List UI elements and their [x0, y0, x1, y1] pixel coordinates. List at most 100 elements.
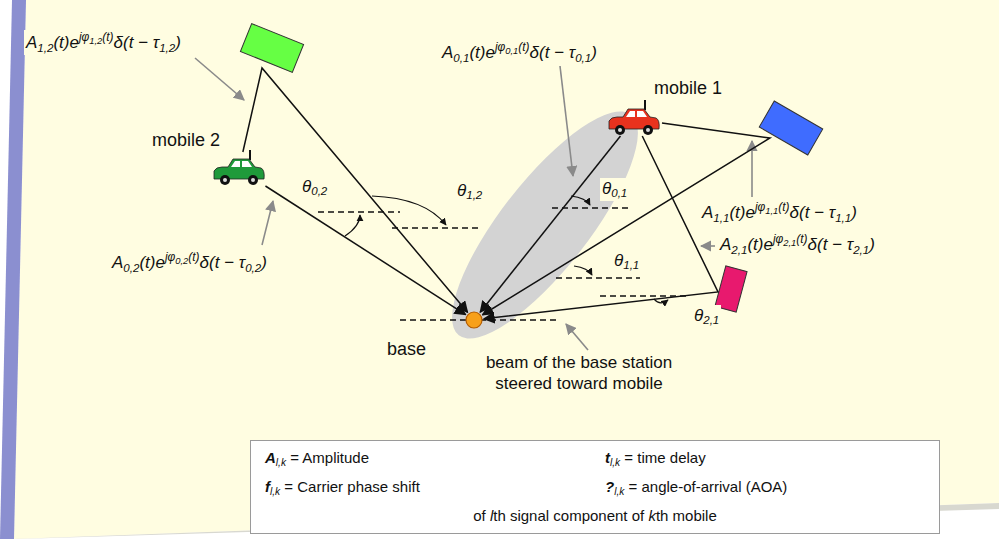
- car-icon: [606, 102, 662, 136]
- leader-line: [701, 245, 715, 247]
- text-part: (t)e: [139, 253, 165, 272]
- text-part: l,k: [614, 486, 624, 497]
- text-part: 2,1: [703, 314, 719, 326]
- text-part: 2,1: [783, 238, 796, 248]
- text-part: A: [112, 253, 123, 272]
- slide-ground: [14, 0, 999, 539]
- text-part: (t)e: [747, 235, 773, 254]
- text-part: jφ: [165, 250, 175, 264]
- text-part: l,k: [270, 486, 280, 497]
- text-part: 0,1: [575, 52, 591, 64]
- text-part: 0,2: [245, 262, 261, 274]
- text-part: (t): [188, 250, 199, 264]
- text-part: A: [442, 43, 453, 62]
- car-wheel: [615, 125, 625, 135]
- text-part: (t): [518, 40, 529, 54]
- node-label: base: [385, 339, 428, 361]
- angle-label: θ1,1: [612, 250, 641, 273]
- leader-line: [560, 66, 573, 176]
- reference-line: [392, 227, 482, 228]
- text-part: 1,1: [713, 212, 729, 224]
- text-part: ): [175, 33, 181, 52]
- definition-text: Al,k = Amplitude: [265, 447, 585, 474]
- text-part: 1,1: [623, 259, 639, 271]
- mobile-car: mobile 1: [606, 102, 662, 136]
- mobile-car: mobile 2: [212, 152, 266, 186]
- text-part: f: [265, 478, 270, 495]
- car-hub: [223, 178, 227, 182]
- node-label: mobile 1: [652, 78, 724, 100]
- text-part: ): [851, 203, 857, 222]
- reference-line: [556, 277, 640, 278]
- angle-arc: [574, 266, 592, 275]
- signal-label: A1,1(t)ejφ1,1(t)δ(t − τ1,1): [700, 200, 859, 225]
- antenna: [249, 150, 251, 160]
- base-station: base: [465, 311, 483, 329]
- text-part: l,k: [276, 457, 286, 468]
- text-part: θ: [614, 251, 623, 270]
- beam-label: beam of the base station steered toward …: [472, 352, 686, 395]
- text-part: 0,2: [123, 262, 139, 274]
- text-part: 1,2: [159, 42, 175, 54]
- text-part: (t)e: [53, 33, 79, 52]
- car-wheel: [248, 175, 258, 185]
- reference-line: [318, 211, 400, 212]
- signal-path: [483, 123, 770, 315]
- text-part: jφ: [79, 30, 89, 44]
- text-part: ): [261, 253, 267, 272]
- text-part: 2,1: [853, 244, 869, 256]
- signal-path: [243, 68, 468, 312]
- text-part: th mobile: [656, 507, 717, 524]
- car-icon: [212, 152, 266, 186]
- car-hub: [646, 128, 650, 132]
- text-part: l: [490, 507, 493, 524]
- text-part: ?: [605, 478, 614, 495]
- text-part: jφ: [755, 200, 765, 214]
- angle-arc: [571, 196, 590, 205]
- text-part: = time delay: [620, 449, 705, 466]
- signal-label: A0,1(t)ejφ0,1(t)δ(t − τ0,1): [440, 40, 599, 65]
- text-part: beam of the base station steered toward …: [486, 353, 672, 393]
- text-part: 1,1: [765, 206, 778, 216]
- text-part: jφ: [495, 40, 505, 54]
- definition-text: tl,k = time delay: [605, 447, 925, 474]
- text-part: 0,2: [311, 185, 327, 197]
- text-part: θ: [694, 306, 703, 325]
- reflector-green: [240, 24, 303, 73]
- text-part: 1,2: [37, 42, 53, 54]
- angle-arc: [372, 196, 446, 225]
- text-part: A: [26, 33, 37, 52]
- definition-text: of lth signal component of kth mobile: [265, 505, 925, 527]
- text-part: (t): [102, 30, 113, 44]
- antenna: [644, 100, 646, 110]
- car-hub: [251, 178, 255, 182]
- text-part: = Amplitude: [286, 449, 369, 466]
- signal-label: A1,2(t)ejφ1,2(t)δ(t − τ1,2): [24, 30, 183, 55]
- text-part: ): [591, 43, 597, 62]
- car-window: [626, 111, 647, 117]
- text-part: θ: [457, 181, 466, 200]
- text-part: δ(t − τ: [808, 235, 854, 254]
- base-circle: [466, 312, 482, 328]
- base-icon: [465, 311, 483, 329]
- text-part: (t): [778, 200, 789, 214]
- signal-label: A2,1(t)ejφ2,1(t)δ(t − τ2,1): [718, 232, 877, 257]
- angle-label: θ0,1: [600, 178, 629, 201]
- signal-label: A0,2(t)ejφ0,2(t)δ(t − τ0,2): [110, 250, 269, 275]
- signal-path: [480, 136, 620, 312]
- reflector-blue: [759, 101, 822, 155]
- text-part: δ(t − τ: [790, 203, 836, 222]
- text-part: = Carrier phase shift: [280, 478, 420, 495]
- angle-label: θ0,2: [300, 176, 329, 199]
- text-part: th signal component of: [493, 507, 648, 524]
- text-part: base: [387, 339, 426, 359]
- leader-line: [566, 324, 588, 350]
- text-part: (t)e: [469, 43, 495, 62]
- text-part: t: [605, 449, 610, 466]
- text-part: mobile 2: [152, 130, 220, 150]
- text-part: δ(t − τ: [530, 43, 576, 62]
- text-part: 0,1: [453, 52, 469, 64]
